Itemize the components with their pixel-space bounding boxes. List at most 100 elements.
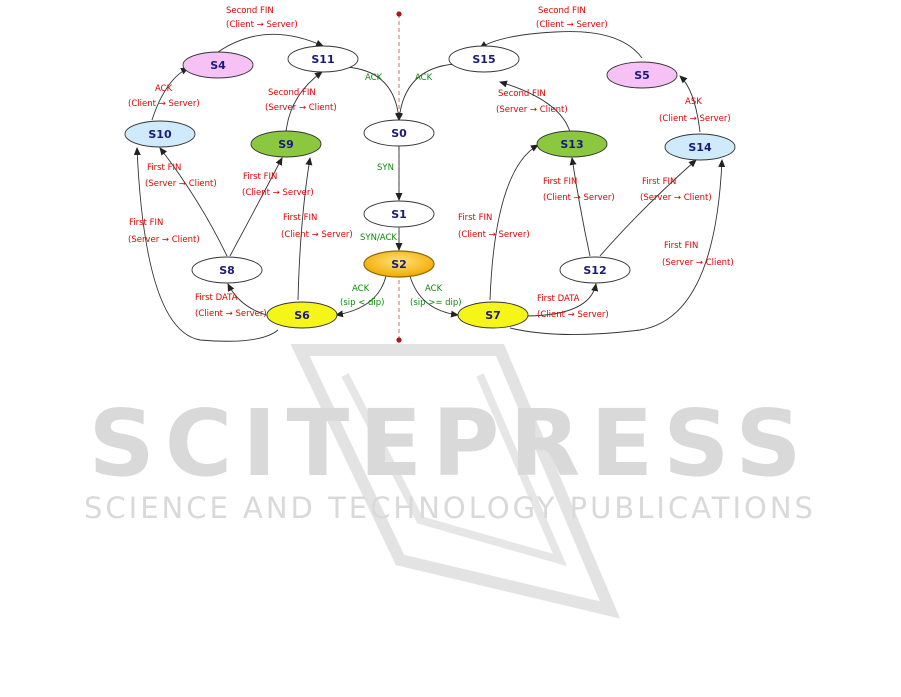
- node-s10-shape: [124, 120, 196, 148]
- label-second-fin-s5-dir: (Client → Server): [536, 20, 608, 30]
- label-first-fin-s6-s10-dir: (Server → Client): [128, 235, 200, 245]
- node-s7-label: S7: [485, 309, 501, 322]
- node-s14-label: S14: [688, 141, 712, 154]
- node-s0-shape: [363, 119, 435, 147]
- label-first-fin-s12-s13-dir: (Client → Server): [543, 193, 615, 203]
- node-s8-shape: [191, 256, 263, 284]
- edge-s8-s10: [159, 147, 228, 257]
- label-first-fin-s8-s9-dir: (Client → Server): [242, 188, 314, 198]
- label-ask-s14-dir: (Client → Server): [659, 114, 731, 124]
- node-s4: S4: [182, 51, 254, 79]
- node-s11-shape: [287, 45, 359, 73]
- label-second-fin-s9-dir: (Server → Client): [265, 103, 337, 113]
- node-s12: S12: [559, 256, 631, 284]
- node-s4-label: S4: [210, 59, 226, 72]
- node-s13-label: S13: [560, 138, 583, 151]
- label-first-data-s7-dir: (Client → Server): [537, 310, 609, 320]
- node-s10: S10: [124, 120, 196, 148]
- node-s14-shape: [664, 133, 736, 161]
- label-first-fin-s8-s9: First FIN: [243, 172, 277, 182]
- node-s9-label: S9: [278, 138, 294, 151]
- label-first-fin-s12-s13: First FIN: [543, 177, 577, 187]
- node-s10-label: S10: [148, 128, 172, 141]
- node-s7: S7: [457, 301, 529, 329]
- label-ack-s2-s7: ACK: [425, 284, 443, 294]
- label-first-fin-s8-s10-dir: (Server → Client): [145, 179, 217, 189]
- label-first-fin-s7-s13-dir: (Client → Server): [458, 230, 530, 240]
- node-s7-shape: [457, 301, 529, 329]
- node-s6: S6: [266, 301, 338, 329]
- label-first-fin-s7-s14: First FIN: [664, 241, 698, 251]
- node-s1-label: S1: [391, 208, 407, 221]
- edge-s2-s6: [335, 275, 387, 318]
- node-s12-shape: [559, 256, 631, 284]
- label-first-fin-s7-s13: First FIN: [458, 213, 492, 223]
- node-s2-shape: [363, 250, 435, 278]
- edge-s9-s11: [285, 71, 323, 133]
- node-s9-shape: [250, 130, 322, 158]
- node-s12-label: S12: [583, 264, 606, 277]
- label-sip-ge-dip: (sip >= dip): [410, 298, 462, 308]
- label-second-fin-s4: Second FIN: [226, 6, 274, 16]
- node-s2: S2: [363, 250, 435, 278]
- edge-s7-s13: [489, 144, 539, 301]
- label-second-fin-s5: Second FIN: [538, 6, 586, 16]
- label-first-data-s6: First DATA: [195, 293, 238, 303]
- node-s13: S13: [536, 130, 608, 158]
- edge-s14-s5: [679, 75, 701, 133]
- label-first-fin-s6-s10: First FIN: [129, 218, 163, 228]
- watermark: SCITEPRESS SCIENCE AND TECHNOLOGY PUBLIC…: [84, 344, 816, 619]
- node-s5-label: S5: [634, 69, 650, 82]
- edge-s6-s10: [133, 147, 279, 342]
- edge-s7-s12: [527, 283, 599, 317]
- node-s8-label: S8: [219, 264, 235, 277]
- node-s0-label: S0: [391, 127, 407, 140]
- label-first-fin-s7-s14-dir: (Server → Client): [662, 258, 734, 268]
- node-s6-label: S6: [294, 309, 310, 322]
- watermark-subtitle: SCIENCE AND TECHNOLOGY PUBLICATIONS: [84, 491, 816, 525]
- edge-s4-s11: [217, 33, 324, 53]
- edge-s7-s14: [509, 159, 726, 335]
- node-s15: S15: [448, 45, 520, 73]
- node-s9: S9: [250, 130, 322, 158]
- label-syn-ack: SYN/ACK: [360, 233, 397, 243]
- node-s6-shape: [266, 301, 338, 329]
- label-ack-s2-s6: ACK: [352, 284, 370, 294]
- node-s15-label: S15: [472, 53, 495, 66]
- node-s8: S8: [191, 256, 263, 284]
- label-second-fin-s13: Second FIN: [498, 89, 546, 99]
- label-ask-s14: ASK: [685, 97, 702, 107]
- edge-s13-s15: [499, 80, 571, 133]
- node-s11-label: S11: [311, 53, 334, 66]
- label-first-fin-s6-s9-dir: (Client → Server): [281, 230, 353, 240]
- label-ack-s10-dir: (Client → Server): [128, 99, 200, 109]
- node-s1: S1: [363, 200, 435, 228]
- node-s11: S11: [287, 45, 359, 73]
- label-ack-s10: ACK: [155, 84, 173, 94]
- node-s1-shape: [363, 200, 435, 228]
- edge-s10-s4: [151, 67, 189, 121]
- label-first-fin-s12-s14: First FIN: [642, 177, 676, 187]
- edge-s2-s7: [409, 275, 459, 318]
- label-second-fin-s4-dir: (Client → Server): [226, 20, 298, 30]
- edge-s6-s9: [297, 157, 313, 301]
- edge-s5-s15: [479, 31, 643, 59]
- edge-s6-s8: [227, 283, 271, 317]
- label-first-fin-s8-s10: First FIN: [147, 163, 181, 173]
- label-first-data-s6-dir: (Client → Server): [195, 309, 267, 319]
- watermark-title: SCITEPRESS: [88, 390, 811, 497]
- label-second-fin-s13-dir: (Server → Client): [496, 105, 568, 115]
- watermark-swoosh: [290, 344, 621, 619]
- node-s0: S0: [363, 119, 435, 147]
- label-ack-s11-s0: ACK: [365, 73, 383, 83]
- label-syn: SYN: [377, 163, 394, 173]
- node-s13-shape: [536, 130, 608, 158]
- edge-s12-s14: [599, 159, 697, 257]
- watermark-swoosh-inner: [341, 373, 568, 567]
- label-second-fin-s9: Second FIN: [268, 88, 316, 98]
- edge-s15-s0: [396, 63, 456, 121]
- label-first-data-s7: First DATA: [537, 294, 580, 304]
- node-s2-label: S2: [391, 258, 407, 271]
- node-s4-shape: [182, 51, 254, 79]
